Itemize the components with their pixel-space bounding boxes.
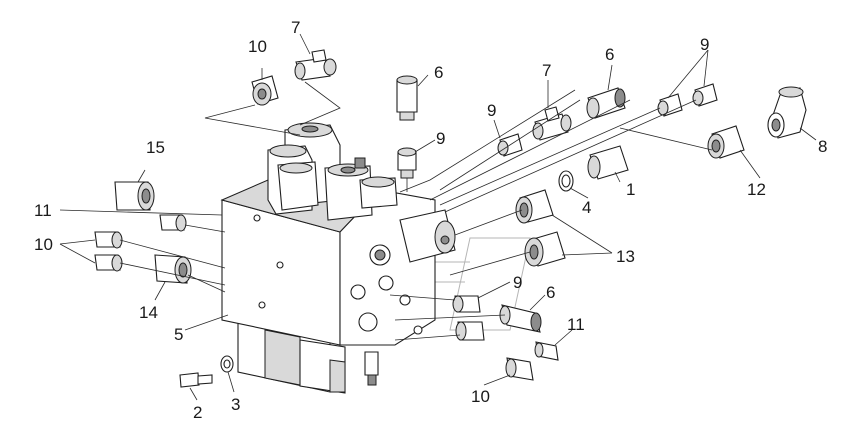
solenoid-stack bbox=[267, 122, 398, 221]
callout-9-lower: 9 bbox=[513, 273, 522, 292]
callout-11-lower: 11 bbox=[567, 315, 585, 334]
fitting-lower-mid bbox=[455, 321, 485, 341]
fitting-9-right-b bbox=[692, 83, 718, 107]
leader-lines bbox=[59, 33, 817, 401]
fitting-12 bbox=[707, 125, 745, 159]
callout-1: 1 bbox=[626, 180, 635, 199]
callout-4: 4 bbox=[582, 198, 591, 217]
callout-9-mid: 9 bbox=[487, 101, 496, 120]
fitting-9-lower bbox=[452, 295, 481, 313]
callout-10-lower: 10 bbox=[471, 387, 490, 406]
callout-10-left: 10 bbox=[34, 235, 53, 254]
bolt-2 bbox=[179, 372, 213, 388]
fitting-11-left bbox=[159, 214, 187, 232]
callout-labels: 1 2 3 4 5 6 6 6 7 7 8 9 9 9 9 10 10 10 1… bbox=[34, 18, 827, 422]
fitting-10-lower bbox=[505, 357, 534, 381]
fitting-10-left-a bbox=[94, 231, 123, 249]
callout-6-lower: 6 bbox=[546, 283, 555, 302]
callout-7-top: 7 bbox=[291, 18, 300, 37]
callout-15: 15 bbox=[146, 138, 165, 157]
callout-14: 14 bbox=[139, 303, 158, 322]
fitting-10-left-b bbox=[94, 254, 123, 272]
callout-3: 3 bbox=[231, 395, 240, 414]
fitting-6-right bbox=[586, 87, 626, 119]
plug-13-a bbox=[515, 189, 554, 224]
fitting-9-top bbox=[397, 147, 417, 179]
plug-15 bbox=[114, 181, 155, 211]
fitting-7-mid bbox=[532, 106, 572, 141]
fitting-1 bbox=[587, 145, 629, 180]
callout-8: 8 bbox=[818, 137, 827, 156]
callout-12: 12 bbox=[747, 180, 766, 199]
fitting-9-right-a bbox=[657, 93, 683, 117]
fitting-10-top bbox=[251, 75, 279, 106]
callout-7-mid: 7 bbox=[542, 61, 551, 80]
fitting-8-elbow bbox=[767, 86, 807, 139]
fitting-11-lower bbox=[534, 341, 559, 361]
callout-5: 5 bbox=[174, 325, 183, 344]
callout-9-right: 9 bbox=[700, 35, 709, 54]
callout-10-top: 10 bbox=[248, 37, 267, 56]
callout-11-left: 11 bbox=[34, 201, 52, 220]
plug-13-b bbox=[524, 231, 566, 267]
callout-9-top: 9 bbox=[436, 129, 445, 148]
callout-6-top: 6 bbox=[434, 63, 443, 82]
washer-3 bbox=[220, 355, 234, 373]
callout-6-right: 6 bbox=[605, 45, 614, 64]
plug-14 bbox=[154, 254, 192, 284]
callout-2: 2 bbox=[193, 403, 202, 422]
fitting-6-lower bbox=[499, 304, 542, 333]
fitting-7-top bbox=[294, 49, 337, 81]
callout-13: 13 bbox=[616, 247, 635, 266]
oring-4 bbox=[558, 170, 574, 192]
fitting-6-top bbox=[396, 75, 418, 121]
